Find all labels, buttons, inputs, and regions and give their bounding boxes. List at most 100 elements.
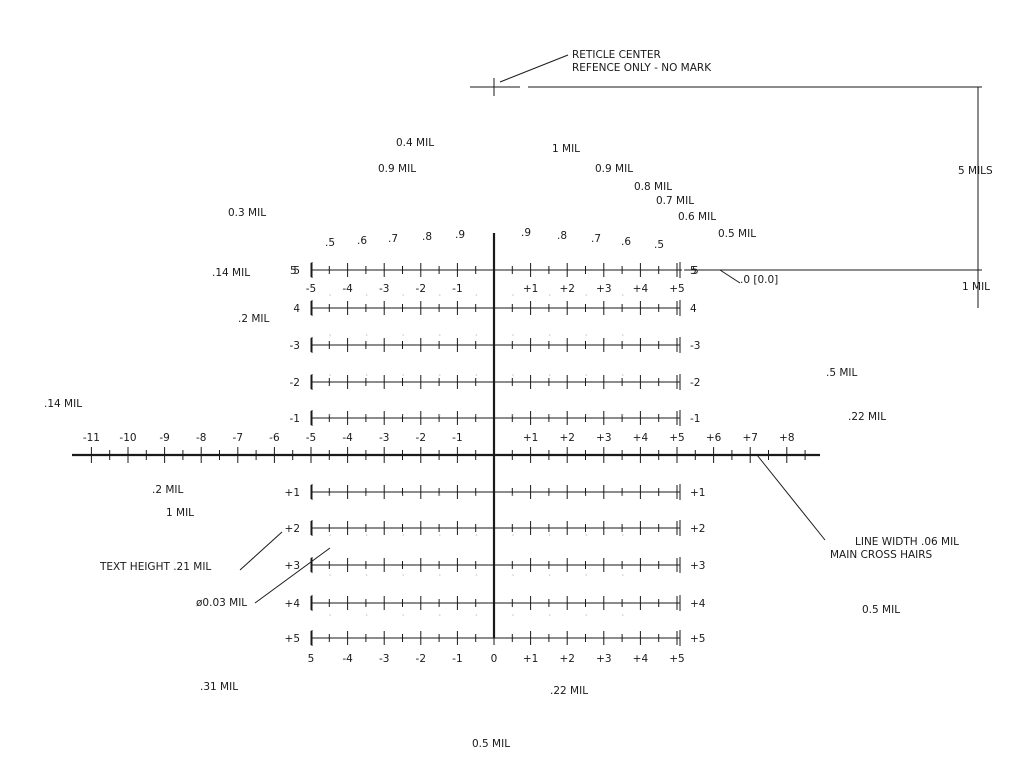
stadia-left-label: .9: [455, 229, 465, 241]
row-label-right: -3: [690, 340, 700, 352]
grid-dot: [585, 534, 587, 536]
grid-dot: [402, 294, 405, 296]
top-scale-label: -4: [342, 283, 353, 295]
row-label-left: +1: [285, 487, 300, 499]
zero-zero-label: .0 [0.0]: [740, 274, 778, 286]
p8-mil-right-label: 0.8 MIL: [634, 181, 672, 193]
top-zero-zero-label: 5: [692, 265, 699, 277]
row-label-right: -2: [690, 377, 700, 389]
text-height-label: TEXT HEIGHT .21 MIL: [99, 561, 211, 573]
axis-label: -9: [159, 432, 169, 444]
grid-dot: [365, 294, 368, 296]
grid-dot: [548, 534, 551, 536]
grid-dot: [402, 534, 405, 536]
grid-dot: [439, 574, 441, 576]
row-label-right: +3: [690, 560, 705, 572]
grid-dot: [585, 294, 587, 296]
reticle-center-sub-label: REFENCE ONLY - NO MARK: [572, 62, 712, 74]
grid-dot: [475, 374, 478, 376]
grid-dot: [402, 374, 405, 376]
stadia-left-label: .5: [325, 237, 335, 249]
axis-label: -1: [452, 432, 462, 444]
stadia-right-label: .6: [621, 236, 631, 248]
axis-label: -5: [306, 432, 316, 444]
axis-label: -11: [83, 432, 100, 444]
p6-mil-right-label: 0.6 MIL: [678, 211, 716, 223]
grid-dot: [622, 614, 624, 616]
bottom-scale-label: -2: [416, 653, 426, 665]
grid-dot: [622, 374, 624, 376]
bottom-scale-label: 0: [491, 653, 498, 665]
bottom-scale-label: -4: [342, 653, 353, 665]
grid-dot: [622, 534, 624, 536]
grid-dot: [512, 614, 514, 616]
top-scale-label: +1: [523, 283, 538, 295]
half-mil-right-label: .5 MIL: [826, 367, 858, 379]
axis-label: +8: [779, 432, 794, 444]
axis-label: +3: [596, 432, 611, 444]
grid-dot: [475, 494, 478, 496]
grid-dot: [365, 374, 368, 376]
axis-label: -6: [269, 432, 280, 444]
row-label-left: 5: [293, 265, 300, 277]
stadia-left-label: .6: [357, 235, 367, 247]
grid-dot: [475, 614, 478, 616]
grid-dot: [512, 494, 514, 496]
grid-dot: [548, 294, 551, 296]
p31-mil-label: .31 MIL: [200, 681, 238, 693]
grid-dot: [439, 414, 441, 416]
grid-dot: [329, 334, 331, 336]
grid-dot: [622, 294, 624, 296]
top-scale-label: +5: [669, 283, 684, 295]
row-label-left: -2: [290, 377, 300, 389]
grid-dot: [548, 414, 551, 416]
grid-dot: [585, 374, 587, 376]
grid-dot: [329, 614, 331, 616]
grid-dot: [548, 494, 551, 496]
row-label-right: -1: [690, 413, 700, 425]
grid-dot: [439, 534, 441, 536]
axis-label: +6: [706, 432, 722, 444]
top-scale-label: -5: [306, 283, 316, 295]
row-label-right: 5: [690, 265, 697, 277]
phi-leader: [254, 547, 331, 604]
grid-dot: [329, 534, 331, 536]
axis-label: +5: [669, 432, 684, 444]
grid-dot: [512, 334, 514, 336]
bottom-scale-label: +3: [596, 653, 611, 665]
row-label-left: +5: [285, 633, 300, 645]
grid-dot: [365, 534, 368, 536]
bottom-scale-label: 5: [308, 653, 315, 665]
row-label-right: +2: [690, 523, 705, 535]
grid-dot: [585, 614, 587, 616]
grid-dot: [585, 574, 587, 576]
p14-mil-top-label: .14 MIL: [212, 267, 250, 279]
bottom-scale-label: +2: [559, 653, 574, 665]
axis-label: +7: [742, 432, 757, 444]
phi-label: ø0.03 MIL: [196, 597, 247, 609]
row-label-left: +4: [285, 598, 301, 610]
axis-label: -2: [416, 432, 426, 444]
p3-mil-top-label: 0.3 MIL: [228, 207, 266, 219]
p9-mil-right-label: 0.9 MIL: [595, 163, 633, 175]
main-cross-hairs-label: MAIN CROSS HAIRS: [830, 549, 933, 561]
grid-dot: [512, 534, 514, 536]
grid-dot: [475, 414, 478, 416]
grid-dot: [512, 574, 514, 576]
bottom-scale-label: -3: [379, 653, 389, 665]
grid-dot: [548, 574, 551, 576]
axis-label: +2: [559, 432, 574, 444]
row-label-right: 4: [690, 303, 697, 315]
grid-dot: [585, 334, 587, 336]
bottom-scale-label: +4: [633, 653, 649, 665]
axis-label: -8: [196, 432, 206, 444]
grid-dot: [439, 494, 441, 496]
row-label-left: 4: [293, 303, 300, 315]
top-scale-label: +4: [633, 283, 649, 295]
tick-group: [90, 262, 806, 646]
stadia-right-label: .7: [591, 233, 601, 245]
top-scale-label: -2: [416, 283, 426, 295]
p22-mil-right-label: .22 MIL: [848, 411, 886, 423]
grid-dot: [439, 374, 441, 376]
